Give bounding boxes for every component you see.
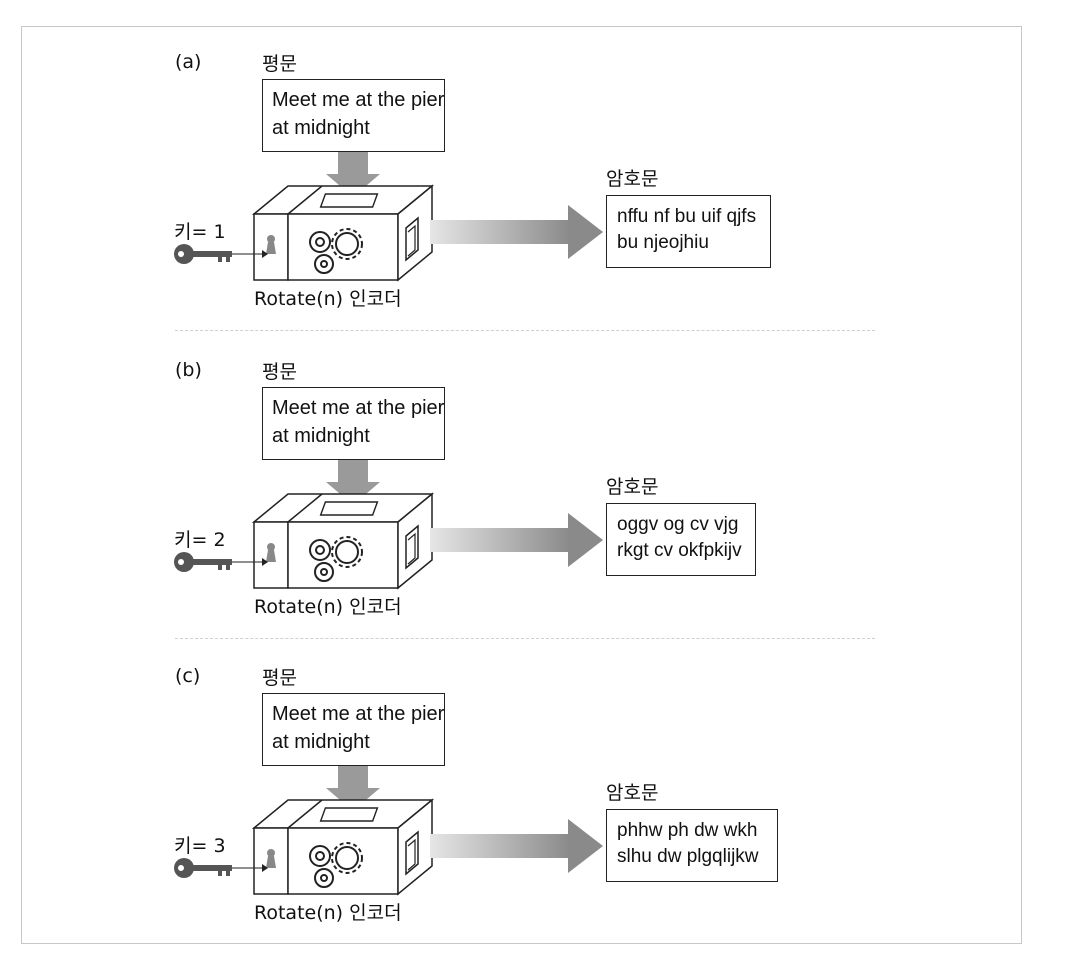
- plaintext-line: Meet me at the pier: [272, 89, 445, 111]
- ciphertext-title: 암호문: [606, 782, 659, 804]
- encoder-art: [174, 766, 603, 896]
- encoder-label: Rotate(n) 인코더: [254, 596, 402, 618]
- ciphertext-box: nffu nf bu uif qjfs bu njeojhiu: [606, 195, 771, 268]
- panel-a: (a) 평문 Meet me at the pier at midnight 키…: [0, 0, 1066, 310]
- panel-label: (b): [175, 359, 202, 381]
- gears-icon: [309, 536, 363, 582]
- ciphertext-line: nffu nf bu uif qjfs: [617, 206, 757, 227]
- right-arrow-icon: [430, 819, 603, 873]
- key-label: 키= 1: [174, 221, 226, 243]
- plaintext-box: Meet me at the pier at midnight: [262, 387, 445, 460]
- encoder-art: [174, 152, 603, 282]
- plaintext-line: at midnight: [272, 425, 370, 447]
- ciphertext-box: phhw ph dw wkh slhu dw plgqlijkw: [606, 809, 778, 882]
- ciphertext-title: 암호문: [606, 476, 659, 498]
- ciphertext-line: slhu dw plgqlijkw: [617, 846, 759, 867]
- plaintext-line: Meet me at the pier: [272, 397, 445, 419]
- gears-icon: [309, 228, 363, 274]
- encoder-box: [251, 492, 435, 590]
- panel-divider: [175, 330, 875, 331]
- ciphertext-line: oggv og cv vjg: [617, 514, 739, 535]
- encoder-label: Rotate(n) 인코더: [254, 288, 402, 310]
- plaintext-line: at midnight: [272, 117, 370, 139]
- ciphertext-line: bu njeojhiu: [617, 232, 709, 253]
- ciphertext-box: oggv og cv vjg rkgt cv okfpkijv: [606, 503, 756, 576]
- figure-frame: [21, 26, 1022, 944]
- ciphertext-line: rkgt cv okfpkijv: [617, 540, 742, 561]
- key-icon: [174, 552, 232, 572]
- plaintext-line: Meet me at the pier: [272, 703, 445, 725]
- encoder-box: [251, 798, 435, 896]
- plaintext-title: 평문: [262, 667, 297, 689]
- encoder-art: [174, 460, 603, 590]
- key-icon: [174, 244, 232, 264]
- panel-label: (a): [175, 51, 202, 73]
- keyhole-icon: [266, 235, 276, 254]
- key-icon: [174, 858, 232, 878]
- plaintext-title: 평문: [262, 53, 297, 75]
- panel-c: (c) 평문 Meet me at the pier at midnight 키…: [0, 614, 1066, 924]
- plaintext-title: 평문: [262, 361, 297, 383]
- panel-divider: [175, 638, 875, 639]
- ciphertext-line: phhw ph dw wkh: [617, 820, 758, 841]
- key-label: 키= 3: [174, 835, 226, 857]
- keyhole-icon: [266, 543, 276, 562]
- panel-b: (b) 평문 Meet me at the pier at midnight 키…: [0, 308, 1066, 618]
- gears-icon: [309, 842, 363, 888]
- plaintext-box: Meet me at the pier at midnight: [262, 79, 445, 152]
- right-arrow-icon: [430, 513, 603, 567]
- plaintext-box: Meet me at the pier at midnight: [262, 693, 445, 766]
- encoder-label: Rotate(n) 인코더: [254, 902, 402, 924]
- plaintext-line: at midnight: [272, 731, 370, 753]
- right-arrow-icon: [430, 205, 603, 259]
- encoder-box: [251, 184, 435, 282]
- key-label: 키= 2: [174, 529, 226, 551]
- panel-label: (c): [175, 665, 201, 687]
- keyhole-icon: [266, 849, 276, 868]
- ciphertext-title: 암호문: [606, 168, 659, 190]
